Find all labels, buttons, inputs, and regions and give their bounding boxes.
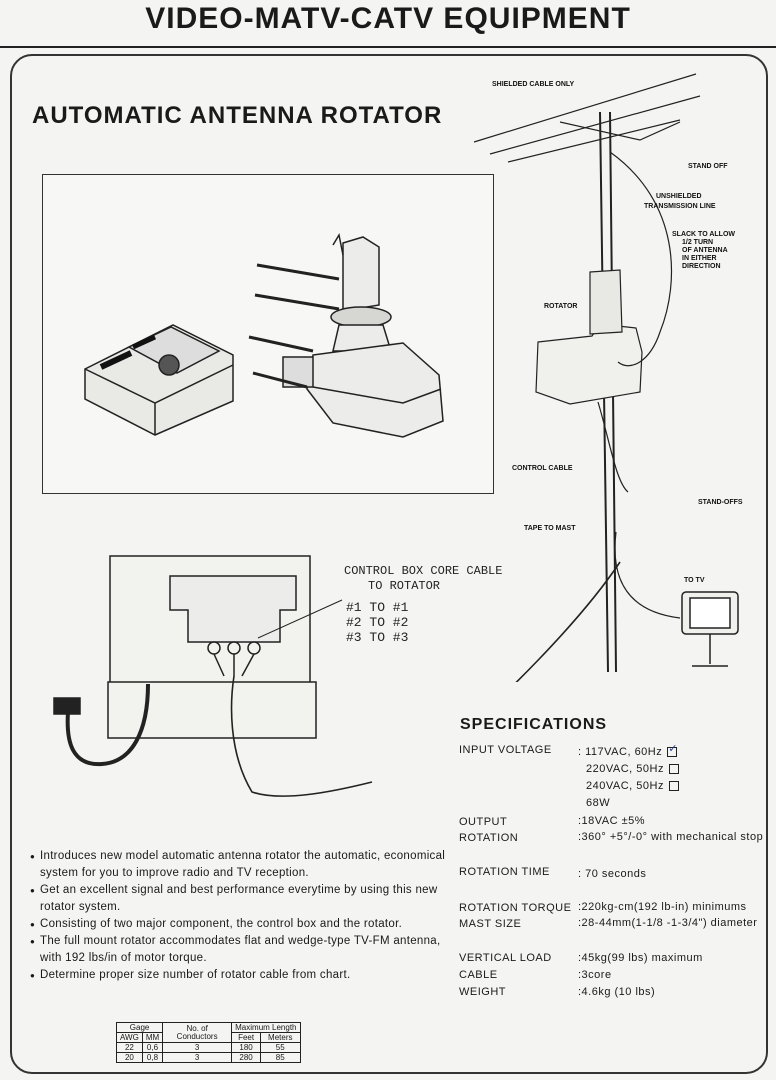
cell-conductors: 3 (162, 1042, 233, 1053)
subheader-awg: AWG (116, 1032, 143, 1043)
spec-voltage-240: 240VAC, 50Hz (586, 780, 664, 792)
page-header: VIDEO-MATV-CATV EQUIPMENT (0, 0, 776, 46)
spec-voltage-117: : 117VAC, 60Hz (578, 746, 663, 758)
cell-feet: 280 (231, 1052, 262, 1063)
label-slack-3: OF ANTENNA (682, 247, 728, 254)
label-slack-5: DIRECTION (682, 263, 721, 270)
product-illustration (42, 174, 494, 494)
feature-list: Introduces new model automatic antenna r… (30, 848, 450, 984)
wiring-row-2: #2 TO #2 (346, 615, 409, 630)
label-stand-off: STAND OFF (688, 163, 728, 170)
subheader-meters: Meters (260, 1032, 301, 1043)
cell-mm: 0,8 (141, 1052, 164, 1063)
spec-output-label: OUTPUT (459, 816, 508, 828)
cell-awg: 22 (116, 1042, 143, 1053)
label-slack-2: 1/2 TURN (682, 239, 713, 246)
spec-rotation-label: ROTATION (459, 832, 519, 844)
rotator-and-control-box-drawing (84, 232, 444, 438)
spec-weight-label: WEIGHT (459, 986, 506, 998)
cell-conductors: 3 (162, 1052, 233, 1063)
wiring-row-1: #1 TO #1 (346, 600, 409, 615)
label-unshielded-line-2: TRANSMISSION LINE (644, 203, 716, 210)
spec-rotation-time-value: : 70 seconds (578, 868, 647, 880)
spec-rotation-torque-label: ROTATION TORQUE (459, 902, 572, 914)
label-to-tv: TO TV (684, 577, 705, 584)
wiring-title: CONTROL BOX CORE CABLE (344, 564, 503, 578)
spec-rotation-time-label: ROTATION TIME (459, 866, 550, 878)
header-length: Maximum Length (231, 1022, 301, 1033)
subheader-feet: Feet (231, 1032, 262, 1043)
spec-wattage: 68W (586, 797, 611, 809)
antenna-element (473, 73, 697, 143)
feature-item: Get an excellent signal and best perform… (30, 882, 450, 916)
spec-mast-size-value: :28-44mm(1-1/8 -1-3/4") diameter (578, 917, 758, 929)
spec-vertical-load-label: VERTICAL LOAD (459, 952, 552, 964)
checked-box-icon: ✓ (667, 743, 678, 758)
feature-item: Consisting of two major component, the c… (30, 916, 450, 933)
label-shielded-cable: SHIELDED CABLE ONLY (492, 81, 575, 88)
label-rotator: ROTATOR (544, 303, 577, 310)
checkbox-icon (668, 781, 679, 792)
feature-item: Introduces new model automatic antenna r… (30, 848, 450, 882)
cable-size-table: Gage No. of Conductors Maximum Length AW… (115, 1022, 301, 1063)
spec-mast-size-label: MAST SIZE (459, 918, 522, 930)
cell-awg: 20 (116, 1052, 143, 1063)
label-tape-to-mast: TAPE TO MAST (524, 525, 576, 532)
spec-output-value: :18VAC ±5% (578, 815, 646, 827)
cell-feet: 180 (231, 1042, 262, 1053)
subheader-mm: MM (141, 1032, 164, 1043)
label-slack-4: IN EITHER (682, 255, 717, 262)
tv-drawing (681, 591, 739, 667)
header-gage: Gage (115, 1022, 164, 1033)
table-header-row: Gage No. of Conductors Maximum Length (115, 1022, 301, 1043)
spec-input-voltage-label: INPUT VOLTAGE (459, 744, 552, 756)
header-conductors: No. of Conductors (162, 1022, 233, 1043)
wiring-subtitle: TO ROTATOR (368, 579, 441, 593)
spec-vertical-load-value: :45kg(99 lbs) maximum (578, 952, 703, 964)
checkbox-icon (668, 764, 679, 775)
cell-meters: 55 (260, 1042, 301, 1053)
control-box-wiring-drawing (53, 555, 373, 797)
cell-meters: 85 (260, 1052, 301, 1063)
content-frame (10, 54, 768, 1074)
label-slack-1: SLACK TO ALLOW (672, 231, 735, 238)
feature-item: The full mount rotator accommodates flat… (30, 933, 450, 967)
label-stand-offs: STAND-OFFS (698, 499, 743, 506)
spec-input-voltage-values: : 117VAC, 60Hz ✓ 220VAC, 50Hz 240VAC, 50H… (578, 744, 768, 812)
label-unshielded-line-1: UNSHIELDED (656, 193, 702, 200)
table-row: 20 0,8 3 280 85 (116, 1052, 301, 1063)
cell-mm: 0,6 (141, 1042, 164, 1053)
product-title: AUTOMATIC ANTENNA ROTATOR (32, 102, 443, 129)
specifications-title: SPECIFICATIONS (460, 716, 608, 733)
spec-rotation-torque-value: :220kg-cm(192 lb-in) minimums (578, 901, 747, 913)
spec-rotation-value: :360° +5°/-0° with mechanical stop (578, 831, 764, 843)
table-row: 22 0,6 3 180 55 (116, 1042, 301, 1053)
label-control-cable: CONTROL CABLE (512, 465, 573, 472)
spec-cable-label: CABLE (459, 969, 498, 981)
spec-weight-value: :4.6kg (10 lbs) (578, 986, 656, 998)
control-box-drawing (84, 324, 234, 436)
wiring-row-3: #3 TO #3 (346, 630, 409, 645)
header-rule (0, 46, 776, 48)
installation-diagram: SHIELDED CABLE ONLY STAND OFF UNSHIELDED… (473, 73, 743, 682)
spec-voltage-220: 220VAC, 50Hz (586, 763, 664, 775)
page-title: VIDEO-MATV-CATV EQUIPMENT (145, 2, 631, 35)
rotator-drawing (248, 232, 444, 438)
spec-cable-value: :3core (578, 969, 612, 981)
feature-item: Determine proper size number of rotator … (30, 967, 450, 984)
